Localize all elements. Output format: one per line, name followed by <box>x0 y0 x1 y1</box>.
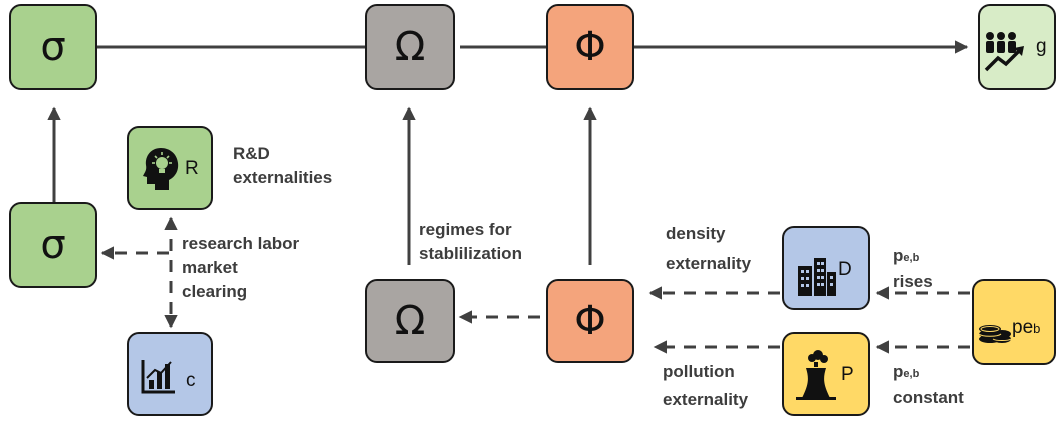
pollution-externality-label: pollution externality <box>663 360 748 412</box>
omega-bottom-node: Ω <box>365 279 455 363</box>
density-externality-label: density externality <box>666 222 751 276</box>
pe-constant-line-1: pe,b <box>893 360 964 386</box>
d-node-label: D <box>838 259 852 280</box>
people-growth-icon <box>984 32 1024 72</box>
pe-constant-subscript: e,b <box>903 368 920 380</box>
pe-rises-p: p <box>893 246 904 265</box>
research-labor-market-label: research labor market clearing <box>182 232 299 304</box>
pollution-line-2: externality <box>663 390 749 409</box>
c-node-label: c <box>186 370 196 391</box>
c-node: c <box>127 332 213 416</box>
bar-chart-icon <box>141 360 175 394</box>
sigma-top-node: σ <box>9 4 97 90</box>
omega-bottom-symbol: Ω <box>394 298 426 344</box>
rd-externalities-label: R&D externalities <box>233 142 332 190</box>
pe-constant-line-2: constant <box>893 388 964 407</box>
research-labor-line-3: clearing <box>182 282 248 301</box>
pe-constant-label: pe,b constant <box>893 360 964 410</box>
regimes-line-2: stablilization <box>419 244 522 263</box>
pollution-line-1: pollution <box>663 362 735 381</box>
g-node: g <box>978 4 1056 90</box>
phi-bottom-symbol: Φ <box>574 298 606 344</box>
rd-externalities-line-2: externalities <box>233 168 333 187</box>
pe-node-main: pe <box>1012 317 1034 338</box>
d-node: D <box>782 226 870 310</box>
omega-top-symbol: Ω <box>394 24 426 70</box>
pe-rises-line-2: rises <box>893 272 933 291</box>
coins-icon <box>978 325 1012 343</box>
g-node-label: g <box>1036 36 1047 57</box>
pe-constant-p: p <box>893 362 904 381</box>
city-buildings-icon <box>798 258 836 296</box>
head-lightbulb-icon <box>143 148 179 190</box>
p-node-label: P <box>841 364 854 385</box>
density-line-2: externality <box>666 254 752 273</box>
regimes-label: regimes for stablilization <box>419 218 522 266</box>
factory-smoke-icon <box>796 350 836 400</box>
rd-node: R <box>127 126 213 210</box>
pe-node: peb <box>972 279 1056 365</box>
pe-rises-subscript: e,b <box>903 252 920 264</box>
density-line-1: density <box>666 224 726 243</box>
sigma-bottom-node: σ <box>9 202 97 288</box>
p-node: P <box>782 332 870 416</box>
phi-top-node: Φ <box>546 4 634 90</box>
pe-node-label: peb <box>1012 317 1040 339</box>
regimes-line-1: regimes for <box>419 220 512 239</box>
omega-top-node: Ω <box>365 4 455 90</box>
rd-externalities-line-1: R&D <box>233 144 270 163</box>
phi-top-symbol: Φ <box>574 24 606 70</box>
research-labor-line-1: research labor <box>182 234 300 253</box>
pe-rises-line-1: pe,b <box>893 244 933 270</box>
sigma-top-symbol: σ <box>40 24 66 70</box>
rd-node-label: R <box>185 158 199 179</box>
pe-rises-label: pe,b rises <box>893 244 933 294</box>
pe-node-subscript: b <box>1033 321 1041 336</box>
research-labor-line-2: market <box>182 258 238 277</box>
sigma-bottom-symbol: σ <box>40 222 66 268</box>
phi-bottom-node: Φ <box>546 279 634 363</box>
